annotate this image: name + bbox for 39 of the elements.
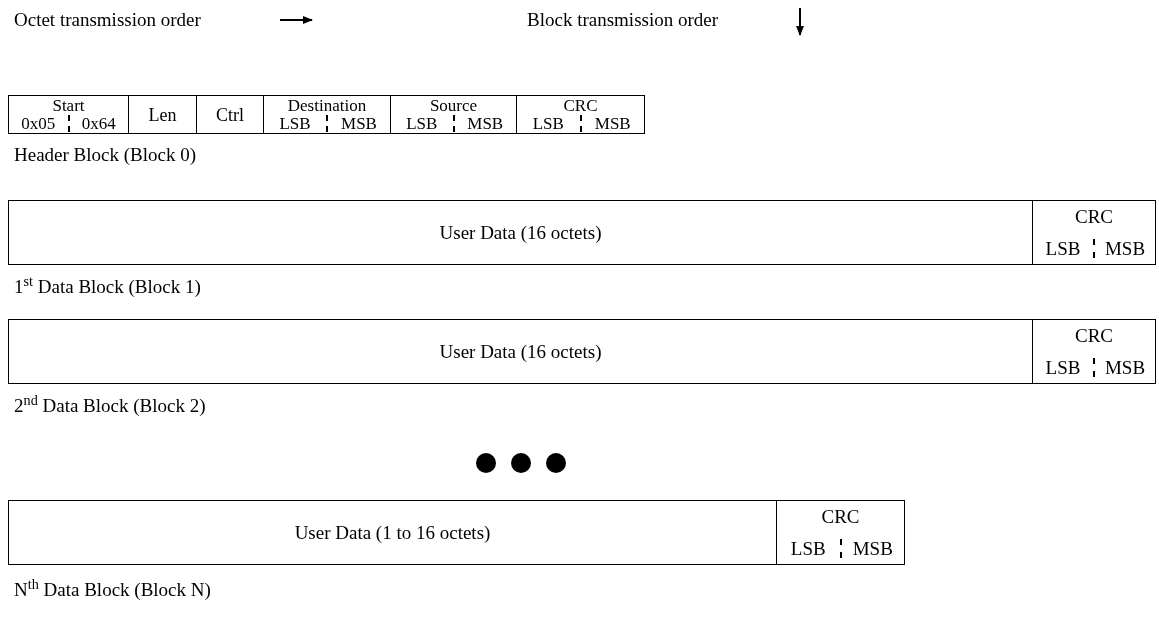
octet-label: MSB xyxy=(839,538,904,558)
octet-label: LSB xyxy=(789,538,827,558)
frame-field-cell xyxy=(390,95,517,134)
field-name: Source xyxy=(429,96,478,114)
octet-label: MSB xyxy=(1093,238,1155,258)
octet-label: 0x05 xyxy=(20,115,57,133)
octet-label: LSB xyxy=(405,115,439,133)
frame-field-cell xyxy=(1032,200,1156,265)
field-name: CRC xyxy=(1075,207,1113,227)
frame-field-cell xyxy=(8,200,1033,265)
frame-field-cell xyxy=(128,95,197,134)
octet-label: MSB xyxy=(579,115,644,133)
field-name: CRC xyxy=(821,507,860,527)
frame-field-cell xyxy=(8,500,777,565)
octet-label: MSB xyxy=(1093,357,1155,377)
field-name: Start xyxy=(52,96,85,114)
field-name: CRC xyxy=(1075,326,1113,346)
block-caption: 1$^{st}$ Data Block (Block 1) xyxy=(14,275,201,299)
frame-field-cell xyxy=(8,319,1033,384)
frame-field-cell xyxy=(8,95,129,134)
octet-label: LSB xyxy=(278,115,312,133)
frame-field-cell xyxy=(1032,319,1156,384)
field-name: Destination xyxy=(287,96,367,114)
field-name: Len xyxy=(148,105,177,124)
frame-field-cell xyxy=(516,95,645,134)
block-caption: Header Block (Block 0) xyxy=(14,143,197,167)
field-name: User Data (16 octets) xyxy=(439,223,602,242)
octet-label: LSB xyxy=(1044,357,1082,377)
direction-label: Octet transmission order xyxy=(14,8,201,32)
frame-field-cell xyxy=(776,500,905,565)
field-name: Ctrl xyxy=(216,105,244,124)
octet-label: LSB xyxy=(531,115,565,133)
field-name: CRC xyxy=(563,96,598,114)
frame-field-cell xyxy=(263,95,391,134)
frame-field-cell xyxy=(196,95,264,134)
field-name: User Data (1 to 16 octets) xyxy=(294,523,491,542)
direction-label: Block transmission order xyxy=(527,8,719,32)
octet-label: LSB xyxy=(1044,238,1082,258)
field-name: User Data (16 octets) xyxy=(439,342,602,361)
